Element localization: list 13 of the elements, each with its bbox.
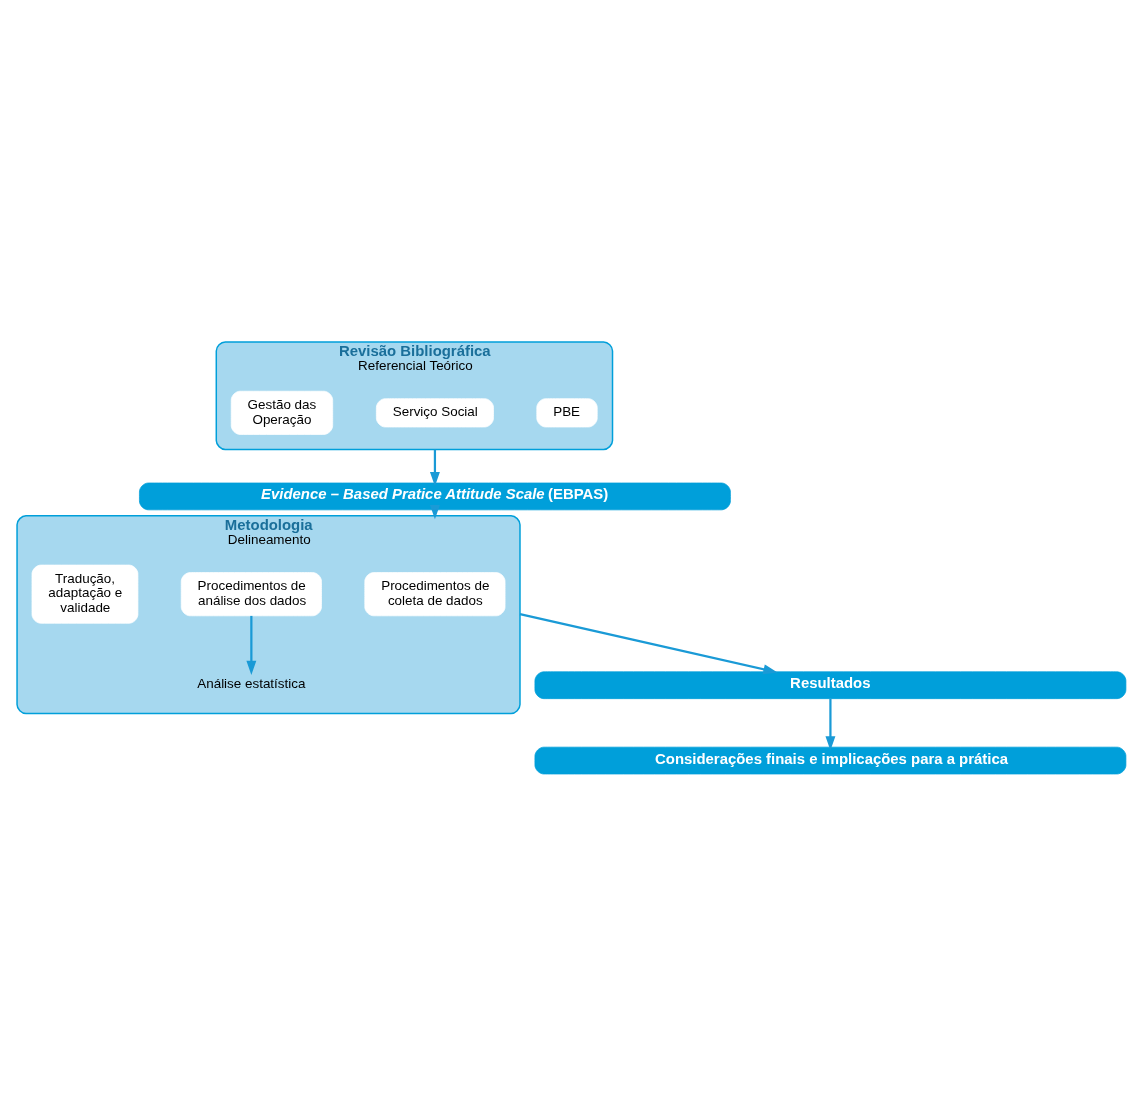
arrow [246,615,257,676]
node-box: Gestão das Operação [230,390,334,435]
node-box: Serviço Social [375,398,494,428]
arrow [825,698,836,751]
arrow [519,613,778,675]
node-box: PBE [536,398,598,428]
arrow [429,449,440,487]
node-box: Considerações finais e implicações para a prática [534,746,1127,775]
node-box: Tradução, adaptação e validade [31,564,139,624]
node-box: Procedimentos de análise dos dados [180,572,322,617]
node-box: Procedimentos de coleta de dados [364,572,506,617]
node-box: Resultados [534,671,1127,700]
node-text: Análise estatística [197,676,306,692]
